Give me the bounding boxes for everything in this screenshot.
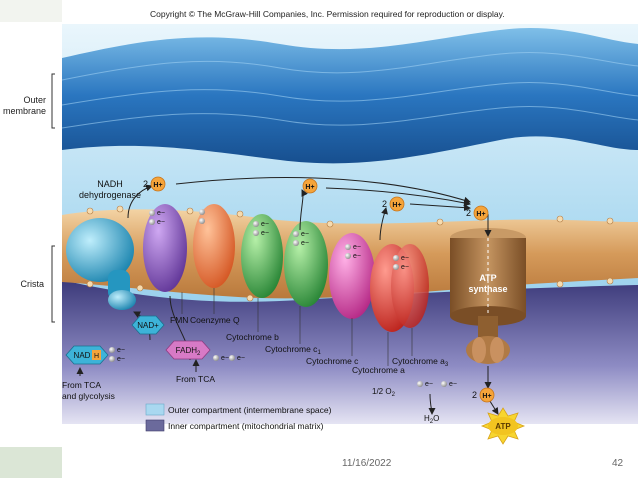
electron-pairs: e− e− e− e− e− e− e− e− e− e− [149, 209, 409, 271]
svg-text:2: 2 [143, 179, 148, 189]
cytochrome-c-complex [329, 233, 375, 319]
atp-product: ATP [480, 407, 526, 445]
svg-text:e−: e− [237, 355, 245, 362]
legend-swatch-outer [145, 403, 165, 416]
cytochrome-b-complex [241, 214, 283, 298]
svg-text:H: H [94, 353, 99, 360]
proton-badge-2: H+ [302, 178, 318, 194]
svg-text:e−: e− [117, 356, 125, 363]
svg-text:2: 2 [382, 199, 387, 209]
proton-badge-4: 2 H+ [466, 205, 489, 221]
svg-text:NAD+: NAD+ [137, 321, 159, 330]
coenzyme-q-complex [193, 204, 235, 288]
proton-badge-3: 2 H+ [382, 196, 405, 212]
proton-flow-arrows [76, 177, 499, 415]
label-leader-lines [181, 288, 413, 366]
from-tca-glycolysis-label-1: From TCA [62, 380, 101, 390]
svg-text:NAD: NAD [74, 351, 91, 360]
svg-text:e−: e− [425, 381, 433, 388]
svg-text:H2O: H2O [424, 414, 439, 425]
svg-text:H+: H+ [153, 182, 162, 189]
nadh-badge: NAD H e− e− [65, 345, 125, 365]
footer-page-number: 42 [612, 458, 624, 469]
outer-membrane-lipid-texture [61, 52, 638, 129]
svg-text:e−: e− [261, 230, 269, 237]
copyright-notice: Copyright © The McGraw-Hill Companies, I… [150, 9, 505, 19]
atp-synthase-label-2: synthase [468, 284, 507, 294]
coenzyme-q-label: Coenzyme Q [190, 315, 240, 325]
cytochrome-a3-complex [391, 244, 429, 328]
nad-plus-badge: NAD+ [131, 315, 165, 335]
outer-membrane-label-1: Outer [23, 95, 46, 105]
svg-text:e−: e− [449, 381, 457, 388]
outer-membrane-label-2: membrane [3, 106, 46, 116]
slide-footer-decoration [0, 447, 62, 478]
cytochrome-a3-label: Cytochrome a3 [392, 356, 449, 368]
svg-text:e−: e− [353, 244, 361, 251]
svg-text:FADH2: FADH2 [176, 346, 201, 357]
svg-text:H+: H+ [476, 211, 485, 218]
svg-text:1/2 O2: 1/2 O2 [372, 387, 396, 398]
svg-text:H+: H+ [305, 184, 314, 191]
svg-text:ATP: ATP [495, 422, 511, 431]
oxygen-reduction: 1/2 O2 e− e− H2O [372, 381, 457, 425]
svg-text:2: 2 [466, 208, 471, 218]
svg-text:e−: e− [157, 210, 165, 217]
inner-membrane-lipid-heads [86, 205, 614, 302]
fmn-complex [143, 204, 187, 292]
svg-text:e−: e− [301, 231, 309, 238]
atp-synthase-label-1: ATP [479, 273, 496, 283]
cytochrome-c-label: Cytochrome c [306, 356, 359, 366]
nadh-dehydrogenase-label-1: NADH [97, 179, 123, 189]
svg-text:H+: H+ [482, 393, 491, 400]
crista-label: Crista [20, 279, 44, 289]
fmn-label: FMN [170, 315, 188, 325]
proton-badge-5: 2 H+ [472, 387, 495, 403]
cytochrome-a-label: Cytochrome a [352, 365, 405, 375]
cytochrome-c1-label: Cytochrome c1 [265, 344, 321, 356]
slide-corner-decoration [0, 0, 62, 22]
legend-outer-label: Outer compartment (intermembrane space) [168, 405, 332, 415]
cytochrome-b-label: Cytochrome b [226, 332, 279, 342]
legend-inner-label: Inner compartment (mitochondrial matrix) [168, 421, 324, 431]
svg-text:2: 2 [472, 390, 477, 400]
svg-text:e−: e− [117, 347, 125, 354]
atp-synthase [450, 228, 526, 364]
fadh2-badge: FADH2 e− e− [165, 340, 245, 362]
legend: Outer compartment (intermembrane space) … [145, 403, 332, 432]
svg-text:e−: e− [221, 355, 229, 362]
proton-badge-1: 2 H+ [143, 176, 166, 192]
svg-text:e−: e− [401, 264, 409, 271]
legend-swatch-inner [145, 419, 165, 432]
membrane-brackets [51, 73, 55, 323]
from-tca-label: From TCA [176, 374, 215, 384]
svg-text:e−: e− [301, 240, 309, 247]
svg-text:e−: e− [157, 219, 165, 226]
nadh-dehydrogenase-label-2: dehydrogenase [79, 190, 141, 200]
svg-text:H+: H+ [392, 202, 401, 209]
from-tca-glycolysis-label-2: and glycolysis [62, 391, 115, 401]
svg-text:e−: e− [353, 253, 361, 260]
svg-text:e−: e− [261, 221, 269, 228]
nadh-dehydrogenase-complex [66, 218, 136, 310]
svg-text:e−: e− [401, 255, 409, 262]
footer-date: 11/16/2022 [342, 458, 392, 469]
